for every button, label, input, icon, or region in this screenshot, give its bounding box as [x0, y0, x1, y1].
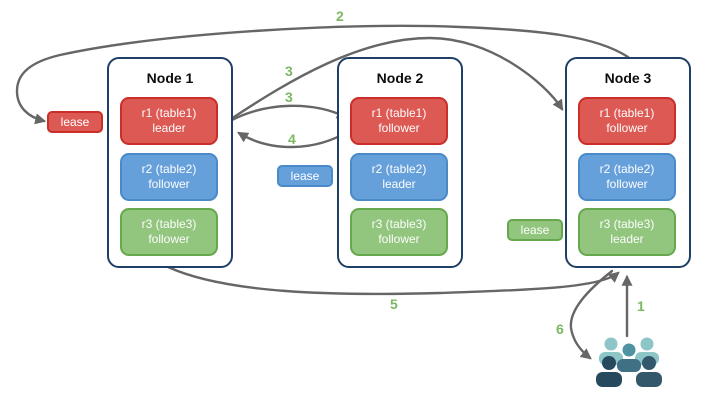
user-group-icon: [596, 337, 662, 387]
node-2: Node 2 r1 (table1) follower r2 (table2) …: [337, 57, 463, 268]
step-label-1: 1: [637, 298, 645, 314]
step-label-3a: 3: [285, 63, 293, 79]
arrow-step3-node1-to-node2: [228, 104, 348, 123]
step-label-2: 2: [336, 8, 344, 24]
node-1: Node 1 r1 (table1) leader r2 (table2) fo…: [107, 57, 233, 268]
replica-role: leader: [152, 121, 186, 135]
replica-name: r2 (table2): [371, 161, 427, 176]
node-3-replica-r3: r3 (table3) leader: [578, 208, 676, 256]
lease-badge-green: lease: [507, 219, 563, 241]
node-1-replica-r3: r3 (table3) follower: [120, 208, 218, 256]
step-label-5: 5: [390, 296, 398, 312]
node-2-replica-r2: r2 (table2) leader: [350, 153, 448, 201]
replica-role: follower: [378, 232, 420, 246]
lease-badge-blue: lease: [277, 165, 333, 187]
step-label-4: 4: [288, 131, 296, 147]
replica-name: r3 (table3): [371, 216, 427, 231]
replica-name: r3 (table3): [141, 216, 197, 231]
replica-name: r1 (table1): [599, 105, 655, 120]
replica-name: r1 (table1): [141, 105, 197, 120]
node-2-replica-r3: r3 (table3) follower: [350, 208, 448, 256]
replica-name: r3 (table3): [599, 216, 655, 231]
replica-role: follower: [378, 121, 420, 135]
node-2-title: Node 2: [376, 70, 424, 86]
replica-role: follower: [148, 232, 190, 246]
replica-name: r1 (table1): [371, 105, 427, 120]
replica-role: leader: [382, 177, 416, 191]
lease-badge-red: lease: [47, 111, 103, 133]
node-2-replica-r1: r1 (table1) follower: [350, 97, 448, 145]
replica-role: follower: [606, 121, 648, 135]
replica-role: leader: [610, 232, 644, 246]
arrow-step5-node1-to-node3: [166, 265, 620, 296]
replica-name: r2 (table2): [599, 161, 655, 176]
replica-role: follower: [606, 177, 648, 191]
node-1-replica-r2: r2 (table2) follower: [120, 153, 218, 201]
node-1-title: Node 1: [146, 70, 194, 86]
node-3-replica-r2: r2 (table2) follower: [578, 153, 676, 201]
node-3-title: Node 3: [604, 70, 652, 86]
replica-name: r2 (table2): [141, 161, 197, 176]
step-label-3b: 3: [285, 89, 293, 105]
node-1-replica-r1: r1 (table1) leader: [120, 97, 218, 145]
step-label-6: 6: [556, 321, 564, 337]
replica-role: follower: [148, 177, 190, 191]
node-3: Node 3 r1 (table1) follower r2 (table2) …: [565, 57, 691, 268]
node-3-replica-r1: r1 (table1) follower: [578, 97, 676, 145]
